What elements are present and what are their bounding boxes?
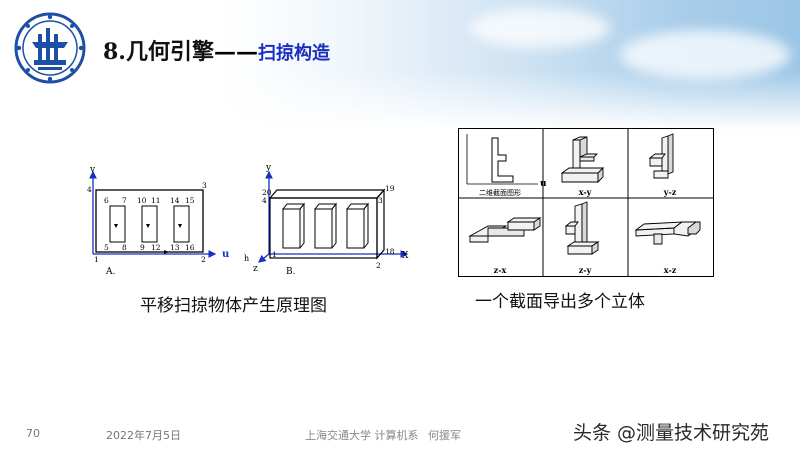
corner-label: 4 (87, 185, 92, 194)
point-label: 2 (376, 261, 381, 270)
corner-label: 2 (201, 255, 206, 264)
point-label: 20 (262, 188, 272, 197)
cloud-decoration (470, 8, 610, 48)
title-dash: —— (213, 39, 258, 65)
point-label: 18 (385, 247, 395, 256)
front-face (269, 197, 378, 259)
point-label: 11 (151, 196, 161, 205)
point-label: 7 (122, 196, 127, 205)
watermark: 头条 @测量技术研究苑 (573, 422, 770, 444)
point-label: 19 (385, 184, 395, 193)
top-face (268, 189, 386, 199)
solid-x-z (634, 221, 701, 245)
point-label: 5 (104, 243, 109, 252)
cell-label: z-x (494, 265, 507, 275)
footer-organization: 上海交通大学 计算机系 (305, 429, 419, 442)
cell-label: x-y (579, 187, 592, 197)
diagram-a: v u 1 2 3 4 5 6 7 8 9 10 11 12 13 14 15 … (87, 165, 229, 277)
point-label: 6 (104, 196, 109, 205)
point-label: 8 (122, 243, 127, 252)
left-figure-caption: 平移扫掠物体产生原理图 (140, 296, 327, 316)
point-label: 13 (170, 243, 180, 252)
university-logo-icon (14, 12, 86, 84)
profile-slot (173, 205, 190, 243)
section-profile (466, 134, 538, 185)
z-axis (257, 253, 270, 263)
axis-v-label: v (89, 165, 96, 175)
point-label: 15 (185, 196, 195, 205)
right-figure-caption: 一个截面导出多个立体 (475, 292, 645, 312)
axis-u-label: u (222, 249, 229, 260)
cell-label: 二维截面图形 (479, 188, 521, 197)
solid-z-y (564, 201, 600, 255)
solid-z-x (468, 217, 542, 243)
cloud-decoration (620, 30, 790, 80)
point-label: 4 (262, 196, 267, 205)
axis-y-label: y (265, 163, 272, 173)
diagram-b-label: B. (286, 267, 296, 277)
title-main: 8.几何引擎 (103, 39, 214, 65)
side-face (376, 188, 385, 260)
diagram-a-label: A. (105, 267, 115, 277)
point-label: 16 (185, 243, 195, 252)
cell-label: y-z (663, 187, 677, 197)
section-to-solids-grid: u 二维截面图形 x-y y-z z-x z-y x-z (458, 128, 714, 277)
footer-author: 何援军 (428, 429, 461, 442)
corner-label: 3 (202, 181, 207, 190)
title-subtitle: 扫掠构造 (257, 43, 330, 64)
point-label: 12 (151, 243, 161, 252)
footer-date: 2022年7月5日 (106, 429, 181, 442)
solid-y-z (648, 133, 674, 179)
point-label: 10 (137, 196, 147, 205)
translational-sweep-diagram: v u 1 2 3 4 5 6 7 8 9 10 11 12 13 14 15 … (87, 163, 409, 277)
point-label: 9 (140, 243, 145, 252)
profile-slot (109, 205, 126, 243)
solid-x-y (560, 136, 605, 184)
cell-label: x-z (664, 265, 677, 275)
page-number: 70 (26, 427, 40, 440)
corner-label: 1 (94, 255, 99, 264)
axis-h-label: h (244, 254, 249, 263)
point-label: 3 (378, 196, 383, 205)
cell-label: z-y (579, 265, 592, 275)
profile-slot (141, 205, 158, 243)
diagram-b: y X z h 1 2 3 4 18 19 20 B. (244, 163, 409, 277)
point-label: 14 (170, 196, 180, 205)
point-label: 1 (272, 250, 277, 259)
slide-title: 8.几何引擎——扫掠构造 (103, 34, 330, 66)
axis-u-label: u (540, 179, 547, 189)
axis-x-label: X (402, 251, 409, 261)
axis-z-label: z (253, 264, 258, 274)
